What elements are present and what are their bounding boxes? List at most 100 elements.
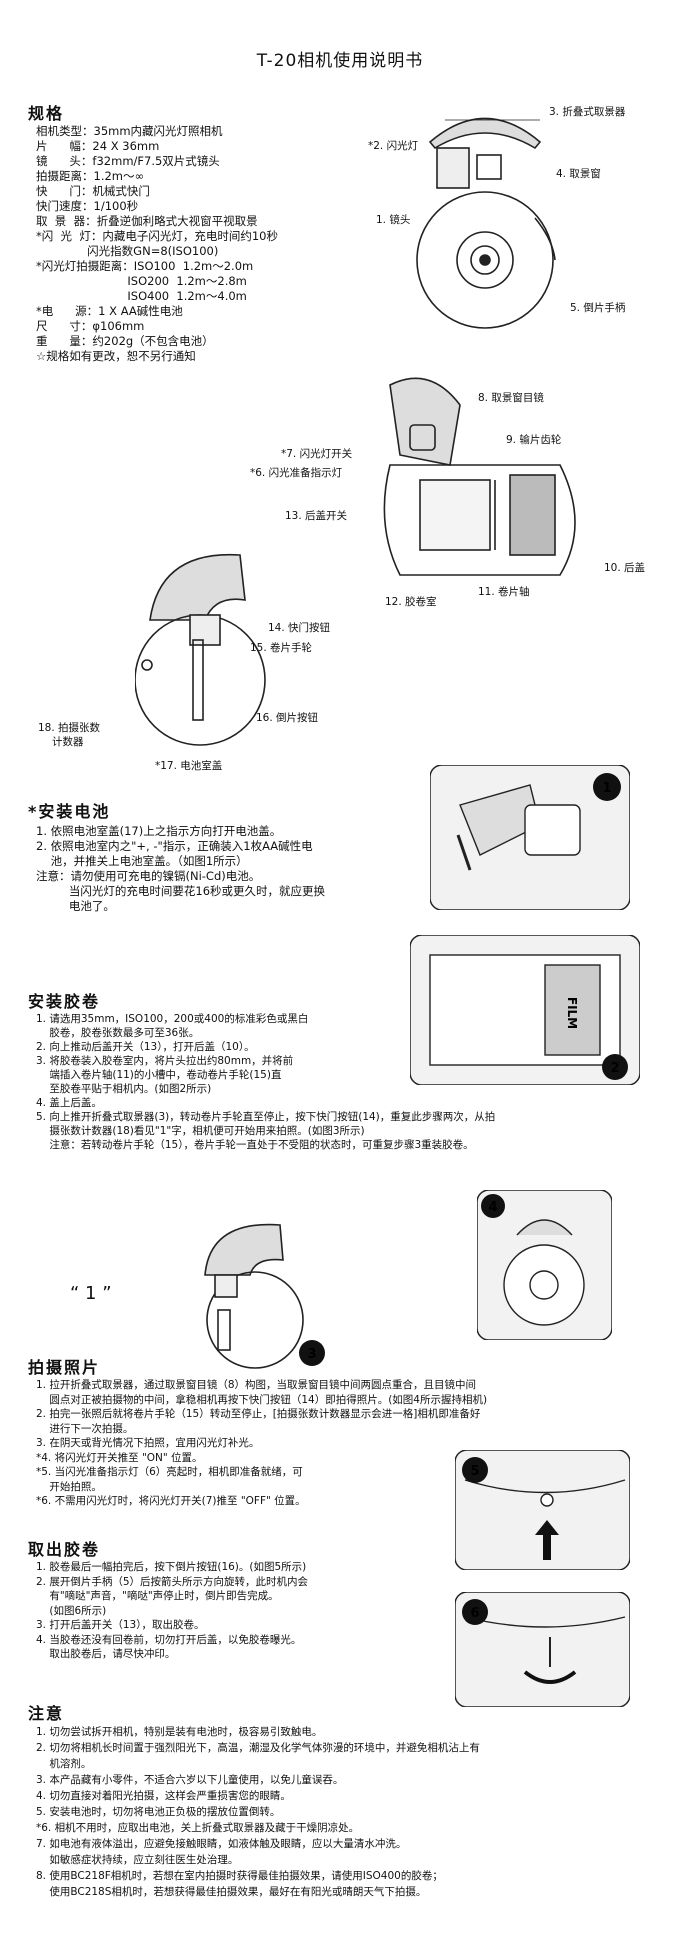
- specs-line: 取 景 器：折叠逆伽利略式大视窗平视取景: [36, 214, 258, 228]
- label-flash-ready-lamp: *6. 闪光准备指示灯: [250, 467, 343, 479]
- label-eyepiece: 8. 取景窗目镜: [478, 392, 544, 404]
- label-rewind-button: 16. 倒片按钮: [256, 712, 319, 724]
- unload-line: 取出胶卷后，请尽快冲印。: [36, 1648, 176, 1660]
- specs-line: 快门速度：1/100秒: [36, 199, 139, 213]
- battery-line: 池，并推关上电池室盖。（如图1所示）: [36, 854, 248, 868]
- unload-line: (如图6所示): [36, 1604, 107, 1617]
- figure-5-rewind-button: 5: [455, 1450, 630, 1570]
- battery-line: 当闪光灯的充电时间要花16秒或更久时，就应更换: [36, 884, 326, 898]
- specs-line: *闪 光 灯：内藏电子闪光灯，充电时间约10秒: [36, 229, 279, 243]
- label-window: 4. 取景窗: [556, 168, 601, 180]
- specs-line: ISO400 1.2m～4.0m: [36, 289, 247, 303]
- figure-6-rewind-crank: 6: [455, 1592, 630, 1707]
- label-back-cover: 10. 后盖: [604, 562, 646, 574]
- fig-number-1: 1: [602, 781, 611, 796]
- figure-3-counter: 3: [204, 1223, 325, 1369]
- film-line: 4. 盖上后盖。: [36, 1097, 102, 1109]
- label-take-up-spool: 11. 卷片轴: [478, 586, 530, 598]
- notes-list: 1. 切勿尝试拆开相机，特别是装有电池时，极容易引致触电。 2. 切勿将相机长时间…: [36, 1724, 480, 1900]
- battery-steps: 1. 依照电池室盖(17)上之指示方向打开电池盖。2. 依照电池室内之"+, -…: [36, 824, 325, 914]
- unload-heading: 取出胶卷: [28, 1540, 101, 1559]
- figure-1-battery: 1: [430, 765, 630, 910]
- film-line: 5. 向上推开折叠式取景器(3)，转动卷片手轮直至停止，按下快门按钮(14)，重…: [36, 1111, 496, 1123]
- specs-line: 尺 寸：φ106mm: [36, 319, 145, 333]
- film-line: 端插入卷片轴(11)的小槽中，卷动卷片手轮(15)直: [36, 1069, 282, 1081]
- shoot-line: *4. 将闪光灯开关推至 "ON" 位置。: [36, 1451, 203, 1464]
- notes-line: 3. 本产品藏有小零件，不适合六岁以下儿童使用，以免儿童误吞。: [36, 1774, 344, 1786]
- specs-line: *电 源：1 X AA碱性电池: [36, 304, 183, 318]
- notes-line: 机溶剂。: [36, 1758, 92, 1770]
- film-line: 3. 将胶卷装入胶卷室内，将片头拉出约80mm，并将前: [36, 1055, 294, 1067]
- label-lens: 1. 镜头: [376, 214, 411, 226]
- specs-line: ☆规格如有更改，恕不另行通知: [36, 349, 196, 363]
- film-line: 至胶卷平贴于相机内。(如图2所示): [36, 1083, 212, 1095]
- unload-line: 3. 打开后盖开关（13），取出胶卷。: [36, 1619, 205, 1631]
- specs-line: 片 幅：24 X 36mm: [36, 139, 160, 153]
- notes-line: 7. 如电池有液体溢出，应避免接触眼睛，如液体触及眼睛，应以大量清水冲洗。: [36, 1838, 407, 1850]
- unload-line: 1. 胶卷最后一幅拍完后，按下倒片按钮(16)。(如图5所示): [36, 1561, 307, 1573]
- specs-line: 闪光指数GN=8(ISO100): [36, 244, 219, 258]
- label-frame-counter: 18. 拍摄张数: [38, 722, 101, 734]
- film-line: 注意：若转动卷片手轮（15），卷片手轮一直处于不受阻的状态时，可重复步骤3重装胶…: [36, 1139, 474, 1151]
- film-line: 摄张数计数器(18)看见"1"字，相机便可开始用来拍照。(如图3所示): [36, 1125, 365, 1137]
- label-viewfinder: 3. 折叠式取景器: [549, 106, 626, 118]
- battery-heading: *安装电池: [28, 802, 111, 821]
- camera-front-figure: [416, 117, 556, 329]
- film-line: 2. 向上推动后盖开关（13），打开后盖（10）。: [36, 1041, 255, 1053]
- label-rewind-crank: 5. 倒片手柄: [570, 302, 626, 314]
- unload-line: 2. 展开倒片手柄（5）后按箭头所示方向旋转，此时机内会: [36, 1575, 309, 1588]
- fig-number-6: 6: [470, 1606, 479, 1621]
- shoot-line: 进行下一次拍摄。: [36, 1422, 134, 1435]
- film-heading: 安装胶卷: [28, 992, 101, 1011]
- page-title: T-20相机使用说明书: [256, 51, 424, 71]
- label-battery-cover: *17. 电池室盖: [155, 760, 223, 772]
- fig-number-2: 2: [610, 1061, 619, 1076]
- label-flash: *2. 闪光灯: [368, 140, 419, 152]
- unload-steps: 1. 胶卷最后一幅拍完后，按下倒片按钮(16)。(如图5所示) 2. 展开倒片手柄…: [36, 1560, 308, 1662]
- specs-line: ISO200 1.2m～2.8m: [36, 274, 247, 288]
- label-sprocket: 9. 输片齿轮: [506, 434, 562, 446]
- label-shutter-button: 14. 快门按钮: [268, 622, 331, 634]
- notes-line: 使用BC218S相机时，若想获得最佳拍摄效果，最好在有阳光或晴朗天气下拍摄。: [36, 1886, 427, 1898]
- label-frame-counter-2: 计数器: [52, 736, 84, 748]
- specs-line: 重 量：约202g（不包含电池）: [36, 334, 214, 348]
- specs-line: 相机类型：35mm内藏闪光灯照相机: [36, 124, 223, 138]
- notes-line: *6. 相机不用时，应取出电池，关上折叠式取景器及藏于干燥阴凉处。: [36, 1822, 360, 1834]
- figure-2-film: FILM 2: [410, 935, 640, 1085]
- film-line: 1. 请选用35mm，ISO100，200或400的标准彩色或黑白: [36, 1013, 309, 1025]
- notes-line: 2. 切勿将相机长时间置于强烈阳光下，高温，潮湿及化学气体弥漫的环境中，并避免相…: [36, 1742, 480, 1754]
- film-steps: 1. 请选用35mm，ISO100，200或400的标准彩色或黑白 胶卷，胶卷张…: [36, 1012, 495, 1152]
- notes-line: 1. 切勿尝试拆开相机，特别是装有电池时，极容易引致触电。: [36, 1726, 323, 1738]
- specs-line: 拍摄距离：1.2m～∞: [36, 169, 145, 183]
- shoot-heading: 拍摄照片: [28, 1358, 101, 1377]
- battery-line: 电池了。: [36, 899, 115, 913]
- shoot-line: 圆点对正被拍摄物的中间，拿稳相机再按下快门按钮（14）即拍得照片。(如图4所示握…: [36, 1393, 488, 1406]
- unload-line: 有"嘀哒"声音，"嘀哒"声停止时，倒片即告完成。: [36, 1590, 279, 1602]
- notes-line: 5. 安装电池时，切勿将电池正负极的摆放位置倒转。: [36, 1806, 281, 1818]
- camera-side-figure: [135, 553, 266, 746]
- shoot-line: 2. 拍完一张照后就将卷片手轮（15）转动至停止，[拍摄张数计数器显示会进一格]…: [36, 1408, 481, 1420]
- shoot-line: 开始拍照。: [36, 1480, 102, 1493]
- specs-heading: 规格: [28, 104, 65, 123]
- shoot-steps: 1. 拉开折叠式取景器，通过取景窗目镜（8）构图，当取景窗目镜中间两圆点重合，且…: [36, 1378, 487, 1509]
- fig-number-3: 3: [307, 1347, 316, 1362]
- counter-digit: “ 1 ”: [70, 1283, 112, 1304]
- specs-line: *闪光灯拍摄距离：ISO100 1.2m～2.0m: [36, 259, 254, 273]
- notes-line: 如敏感症状持续，应立刻往医生处治理。: [36, 1854, 239, 1866]
- camera-back-figure: [383, 377, 576, 576]
- shoot-line: 3. 在阴天或背光情况下拍照，宜用闪光灯补光。: [36, 1437, 260, 1449]
- unload-line: 4. 当胶卷还没有回卷前，切勿打开后盖，以免胶卷曝光。: [36, 1633, 302, 1646]
- figure-4-hold: 4: [477, 1190, 612, 1340]
- shoot-line: *6. 不需用闪光灯时，将闪光灯开关(7)推至 "OFF" 位置。: [36, 1495, 306, 1507]
- fig-number-4: 4: [488, 1200, 497, 1215]
- specs-line: 快 门：机械式快门: [36, 184, 150, 198]
- shoot-line: *5. 当闪光准备指示灯（6）亮起时，相机即准备就绪，可: [36, 1466, 303, 1478]
- label-back-latch: 13. 后盖开关: [285, 510, 348, 522]
- battery-line: 2. 依照电池室内之"+, -"指示，正确装入1枚AA碱性电: [36, 839, 313, 853]
- shoot-line: 1. 拉开折叠式取景器，通过取景窗目镜（8）构图，当取景窗目镜中间两圆点重合，且…: [36, 1379, 477, 1391]
- film-canister-text: FILM: [565, 997, 579, 1029]
- battery-line: 1. 依照电池室盖(17)上之指示方向打开电池盖。: [36, 824, 282, 838]
- film-line: 胶卷，胶卷张数最多可至36张。: [36, 1027, 200, 1039]
- notes-line: 8. 使用BC218F相机时，若想在室内拍摄时获得最佳拍摄效果，请使用ISO40…: [36, 1870, 443, 1882]
- label-flash-switch: *7. 闪光灯开关: [281, 448, 353, 460]
